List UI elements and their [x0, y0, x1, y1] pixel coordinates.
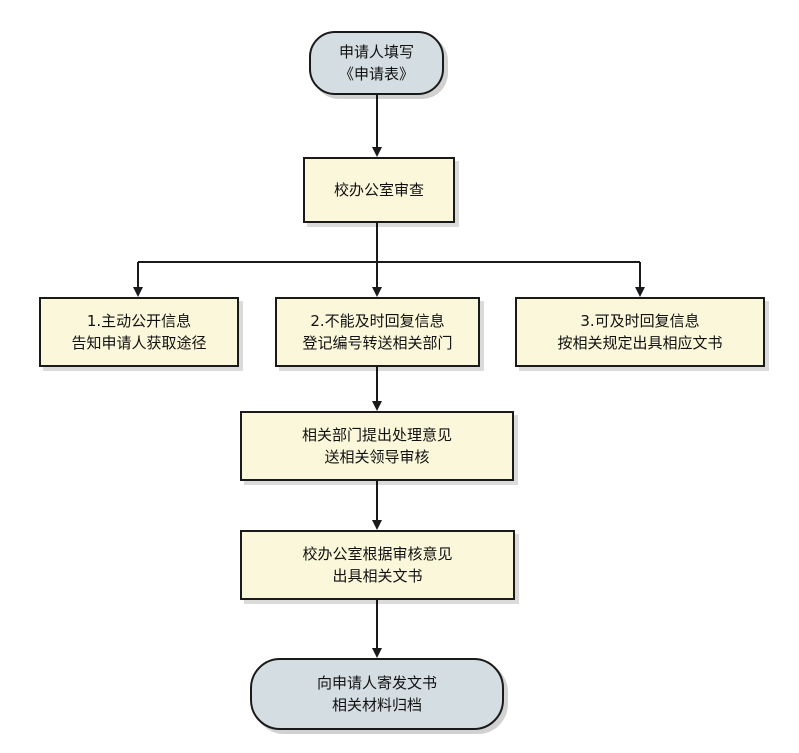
branch-3-line-1: 3.可及时回复信息	[580, 312, 700, 330]
department-process: 相关部门提出处理意见 送相关领导审核	[240, 411, 514, 481]
start-line-1: 申请人填写	[338, 43, 414, 61]
issue-document-process: 校办公室根据审核意见 出具相关文书	[240, 530, 515, 600]
branch-2-process: 2.不能及时回复信息 登记编号转送相关部门	[275, 297, 480, 367]
department-line-2: 送相关领导审核	[324, 448, 430, 466]
branch-1-line-1: 1.主动公开信息	[86, 312, 192, 330]
issue-line-2: 出具相关文书	[332, 567, 423, 585]
branch-2-line-1: 2.不能及时回复信息	[310, 312, 445, 330]
review-process: 校办公室审查	[303, 157, 455, 223]
branch-3-line-2: 按相关规定出具相应文书	[557, 334, 723, 352]
issue-line-1: 校办公室根据审核意见	[302, 545, 453, 563]
end-line-2: 相关材料归档	[331, 696, 422, 714]
start-terminal: 申请人填写 《申请表》	[309, 31, 444, 95]
branch-2-line-2: 登记编号转送相关部门	[302, 334, 453, 352]
end-terminal: 向申请人寄发文书 相关材料归档	[250, 658, 504, 730]
start-line-2: 《申请表》	[338, 65, 414, 83]
department-line-1: 相关部门提出处理意见	[301, 426, 452, 444]
branch-3-process: 3.可及时回复信息 按相关规定出具相应文书	[515, 297, 765, 367]
end-line-1: 向申请人寄发文书	[316, 674, 437, 692]
branch-1-process: 1.主动公开信息 告知申请人获取途径	[39, 297, 239, 367]
review-line-1: 校办公室审查	[333, 181, 424, 199]
branch-1-line-2: 告知申请人获取途径	[71, 334, 207, 352]
